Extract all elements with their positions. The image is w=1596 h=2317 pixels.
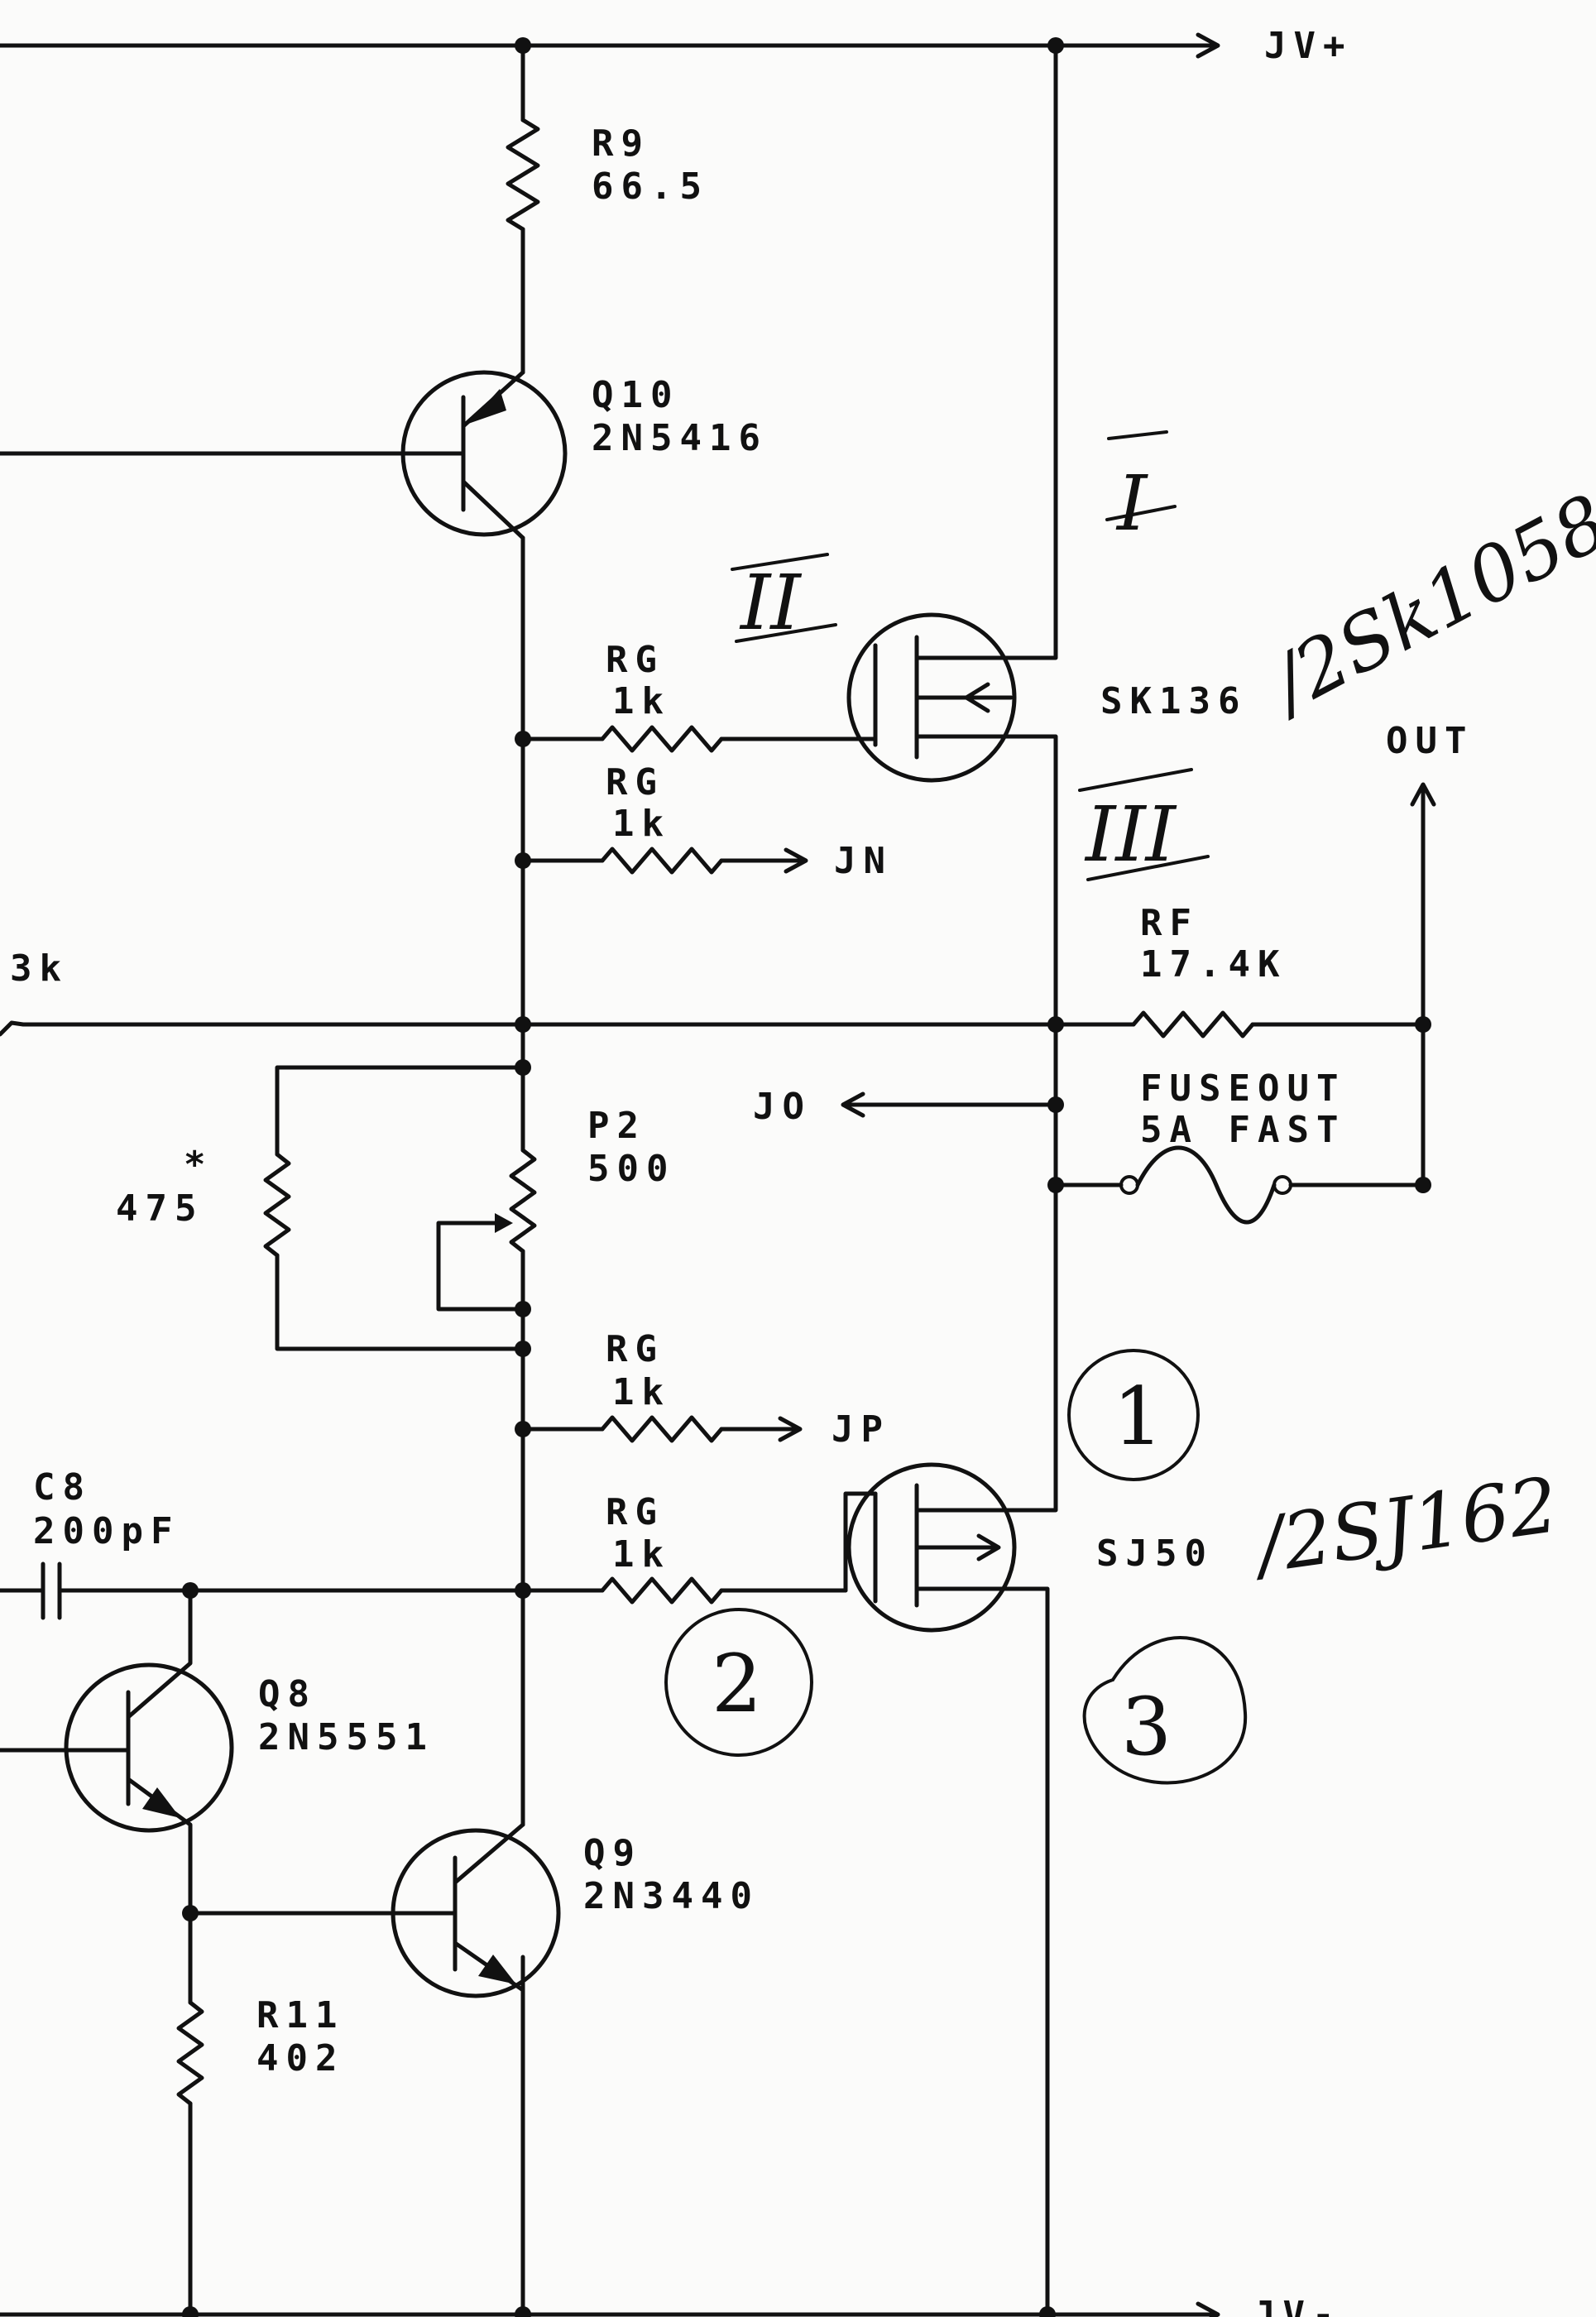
- rg-upper-gate-ref: RG: [606, 639, 664, 681]
- rg-lower-gate-value: 1k: [612, 1533, 671, 1576]
- r11-value: 402: [256, 2037, 344, 2080]
- pin-annotation-1: 1: [1113, 1370, 1163, 1463]
- feedback-line: 3k RF 17.4K: [0, 902, 1426, 1039]
- jo-net: JO: [753, 1086, 1058, 1128]
- pin-annotation-I: I: [1115, 459, 1148, 548]
- r9-label: R9 66.5: [592, 122, 709, 208]
- q9-ref: Q9: [583, 1832, 642, 1874]
- rg-jn-value: 1k: [612, 803, 671, 845]
- output-label: OUT: [1386, 720, 1474, 762]
- r475-mark: *: [184, 1144, 213, 1186]
- r11-ref: R11: [256, 1994, 344, 2036]
- r11-resistor: R11 402: [176, 1911, 344, 2317]
- pin-annotation-II: II: [739, 559, 802, 647]
- rf-ref: RF: [1140, 902, 1199, 944]
- q10-ref: Q10: [592, 374, 679, 416]
- c8-value: 200pF: [33, 1510, 180, 1552]
- q10-part: 2N5416: [592, 417, 768, 459]
- q9-transistor: Q9 2N3440: [188, 1822, 760, 2317]
- jn-net-label: JN: [834, 840, 893, 882]
- p2-ref: P2: [587, 1105, 646, 1147]
- jo-net-label: JO: [753, 1086, 812, 1128]
- junction-dots: [182, 37, 1431, 2317]
- mosfet-bottom-replacement: /2SJ162: [1245, 1461, 1563, 1591]
- q8-part: 2N5551: [258, 1716, 434, 1758]
- q9-part: 2N3440: [583, 1875, 760, 1917]
- rg-lower-gate-ref: RG: [606, 1491, 664, 1533]
- r475-value: 475: [116, 1187, 204, 1230]
- jp-net-label: JP: [832, 1408, 890, 1451]
- mosfet-bottom-part: SJ50: [1096, 1533, 1214, 1575]
- c8-ref: C8: [33, 1466, 92, 1509]
- rf-value: 17.4K: [1140, 943, 1287, 986]
- rg-jp-resistor: RG 1k JP: [520, 1328, 890, 1451]
- q8-ref: Q8: [258, 1673, 317, 1715]
- r9-value: 66.5: [592, 166, 709, 208]
- rg-jn-ref: RG: [606, 761, 664, 804]
- mosfet-bottom: SJ50 /2SJ162: [843, 1461, 1564, 1633]
- left-resistor-value: 3k: [10, 947, 69, 990]
- top-mosfet-pin-annotations: I II III: [731, 430, 1210, 881]
- mosfet-top-part: SK136: [1100, 680, 1247, 722]
- r9-ref: R9: [592, 122, 650, 165]
- bias-column-wire: [506, 43, 540, 2317]
- positive-rail: JV+: [0, 25, 1352, 67]
- rg-jp-ref: RG: [606, 1328, 664, 1370]
- fuse-rating: 5A FAST: [1140, 1109, 1345, 1151]
- rg-upper-gate-resistor: RG 1k: [520, 639, 878, 753]
- q10-transistor: Q10 2N5416: [0, 370, 768, 540]
- negative-rail-label: JV-: [1253, 2294, 1341, 2317]
- mosfet-top: SK136 /2Sk1058: [846, 43, 1596, 1161]
- negative-rail: JV-: [0, 2294, 1341, 2317]
- rg-jp-value: 1k: [612, 1371, 671, 1413]
- positive-rail-label: JV+: [1264, 25, 1352, 67]
- fuse-ref: FUSEOUT: [1140, 1067, 1345, 1110]
- mosfet-top-replacement: /2Sk1058: [1252, 477, 1596, 731]
- pin-annotation-2: 2: [712, 1638, 762, 1730]
- p2-potentiometer: P2 500 * 475: [116, 1065, 675, 1351]
- rg-lower-gate-resistor: RG 1k C8 200pF: [0, 1466, 848, 1620]
- output-column-wire: [914, 1156, 1058, 2317]
- pin-annotation-3: 3: [1121, 1681, 1172, 1773]
- output-node: OUT: [1386, 720, 1474, 1186]
- fuse-out: FUSEOUT 5A FAST: [1053, 1067, 1426, 1225]
- bottom-mosfet-pin-annotations: 1 2 3: [664, 1349, 1248, 1785]
- rg-jn-resistor: RG 1k JN: [520, 761, 893, 882]
- rg-upper-gate-value: 1k: [612, 680, 671, 722]
- q8-transistor: Q8 2N5551: [0, 1588, 434, 1922]
- p2-value: 500: [587, 1148, 675, 1190]
